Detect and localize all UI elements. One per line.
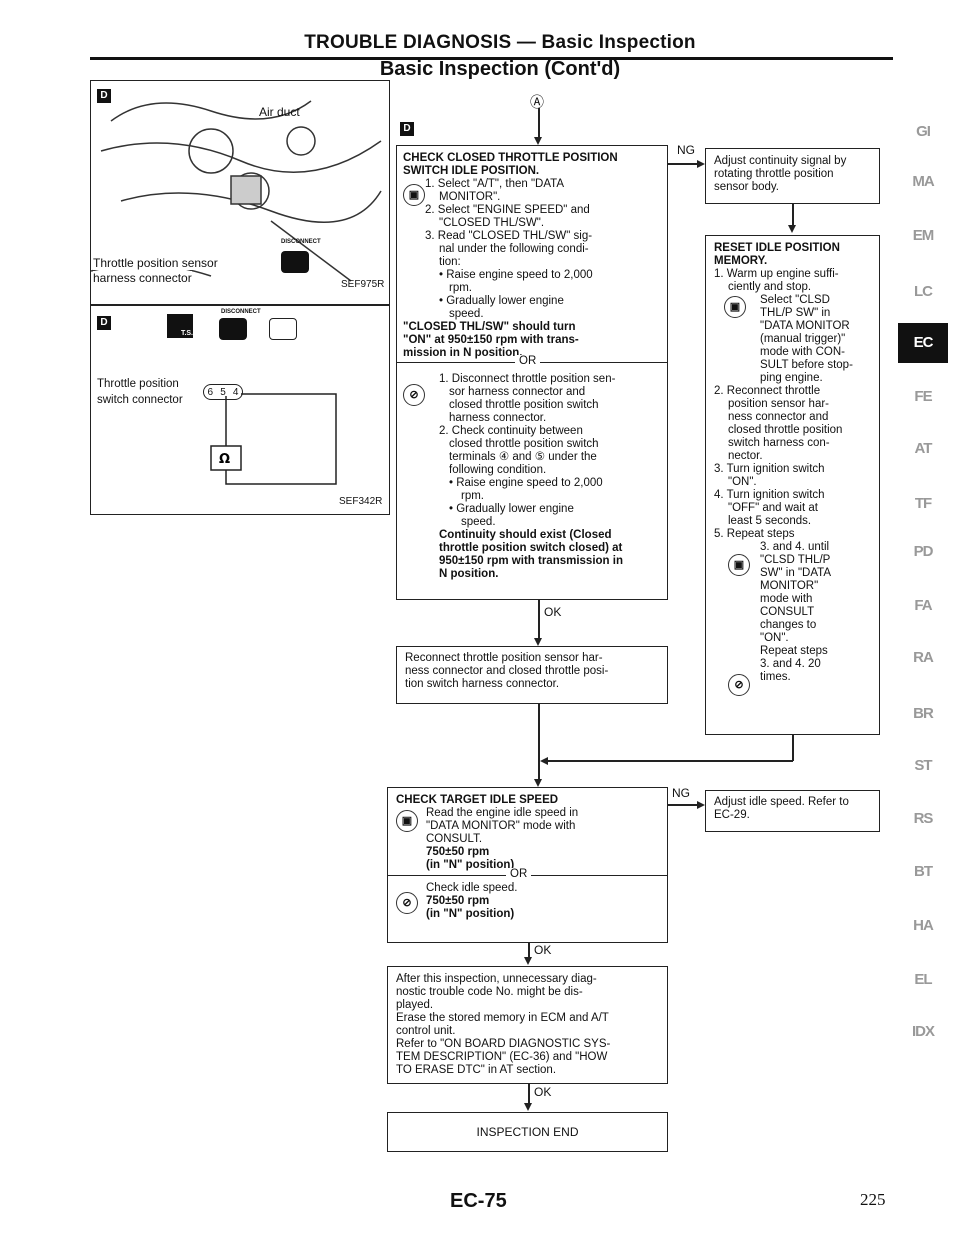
tab-ma[interactable]: MA — [912, 173, 934, 190]
box-check-target-idle: CHECK TARGET IDLE SPEED ▣ Read the engin… — [387, 787, 668, 943]
flow-arrow — [534, 137, 542, 145]
d-mark-icon: D — [97, 89, 111, 103]
consult-icon: ▣ — [724, 296, 746, 318]
ng-label: NG — [677, 143, 695, 157]
page-code: EC-75 — [450, 1190, 507, 1212]
sensor-label: Throttle position sensor — [93, 256, 218, 270]
consult-icon: ▣ — [403, 184, 425, 206]
tab-st[interactable]: ST — [914, 757, 932, 774]
ts-icon: T.S. — [167, 314, 193, 338]
meter-icon: ⊘ — [728, 674, 750, 696]
flow-arrow — [534, 638, 542, 646]
flow-arrow — [788, 225, 796, 233]
switch-label-2: switch connector — [97, 394, 183, 406]
page-number: 225 — [860, 1190, 886, 1209]
tab-at[interactable]: AT — [914, 440, 933, 457]
flow-line — [538, 704, 540, 780]
box-adjust-continuity: Adjust continuity signal by rotating thr… — [705, 148, 880, 204]
tab-fe[interactable]: FE — [914, 388, 932, 405]
flow-arrow — [524, 1103, 532, 1111]
connector-a-mark: Ⓐ — [530, 94, 544, 110]
tab-ra[interactable]: RA — [913, 649, 934, 666]
box-reset-idle: RESET IDLE POSITION MEMORY. 1. Warm up e… — [705, 235, 880, 735]
flow-line — [792, 204, 794, 226]
flow-line — [528, 943, 530, 958]
ng-label: NG — [672, 786, 690, 800]
ok-label: OK — [534, 943, 552, 957]
ok-label: OK — [544, 605, 562, 619]
svg-text:Ω: Ω — [219, 452, 230, 467]
d-mark-icon: D — [97, 316, 111, 330]
flow-line — [538, 600, 540, 640]
tab-fa[interactable]: FA — [914, 597, 932, 614]
tab-el[interactable]: EL — [914, 971, 932, 988]
tab-bt[interactable]: BT — [914, 863, 933, 880]
flow-arrow — [524, 957, 532, 965]
header-rule — [90, 57, 893, 60]
tab-rs[interactable]: RS — [913, 810, 934, 827]
box-reconnect: Reconnect throttle position sensor har- … — [396, 646, 668, 704]
box-adjust-idle: Adjust idle speed. Refer to EC-29. — [705, 790, 880, 832]
consult-icon: ▣ — [396, 810, 418, 832]
ok-label: OK — [534, 1085, 552, 1099]
flow-arrow — [697, 160, 705, 168]
switch-label-1: Throttle position — [97, 378, 179, 390]
flow-arrow — [697, 801, 705, 809]
tab-gi[interactable]: GI — [916, 123, 931, 140]
tab-lc[interactable]: LC — [914, 283, 933, 300]
page-subtitle: Basic Inspection (Cont'd) — [379, 58, 621, 80]
flow-arrow — [540, 757, 548, 765]
flow-line — [668, 163, 698, 165]
consult-icon: ▣ — [728, 554, 750, 576]
meter-icon: ⊘ — [396, 892, 418, 914]
plug-icon — [269, 318, 297, 340]
figure-code: SEF342R — [339, 496, 383, 507]
tab-idx[interactable]: IDX — [911, 1023, 935, 1040]
figure-throttle-sensor: D Air duct Throttle position sensor harn… — [90, 80, 390, 305]
figure-code: SEF975R — [341, 279, 385, 290]
box-after-inspection: After this inspection, unnecessary diag-… — [387, 966, 668, 1084]
tab-tf[interactable]: TF — [914, 495, 932, 512]
meter-wiring: Ω — [210, 393, 337, 485]
flow-line — [528, 1084, 530, 1104]
meter-icon: ⊘ — [403, 384, 425, 406]
air-duct-label: Air duct — [259, 105, 300, 119]
tab-pd[interactable]: PD — [913, 543, 934, 560]
tab-ha[interactable]: HA — [913, 917, 934, 934]
disconnect-label: DISCONNECT — [221, 309, 261, 315]
figure-throttle-switch: D T.S. DISCONNECT Throttle position swit… — [90, 305, 390, 515]
flow-line — [538, 108, 540, 138]
box-inspection-end: INSPECTION END — [387, 1112, 668, 1152]
box-check-closed-throttle: CHECK CLOSED THROTTLE POSITION SWITCH ID… — [396, 145, 668, 600]
flow-arrow — [534, 779, 542, 787]
connector-icon — [219, 318, 247, 340]
disconnect-label: DISCONNECT — [281, 239, 321, 245]
tab-br[interactable]: BR — [913, 705, 934, 722]
d-mark-icon: D — [400, 122, 414, 136]
page-title: TROUBLE DIAGNOSIS — Basic Inspection — [304, 32, 696, 53]
tab-ec[interactable]: EC — [898, 323, 948, 363]
flow-line — [668, 804, 698, 806]
connector-label: harness connector — [93, 271, 192, 285]
flow-line — [792, 735, 794, 761]
tab-em[interactable]: EM — [912, 227, 935, 244]
flow-line — [546, 760, 793, 762]
